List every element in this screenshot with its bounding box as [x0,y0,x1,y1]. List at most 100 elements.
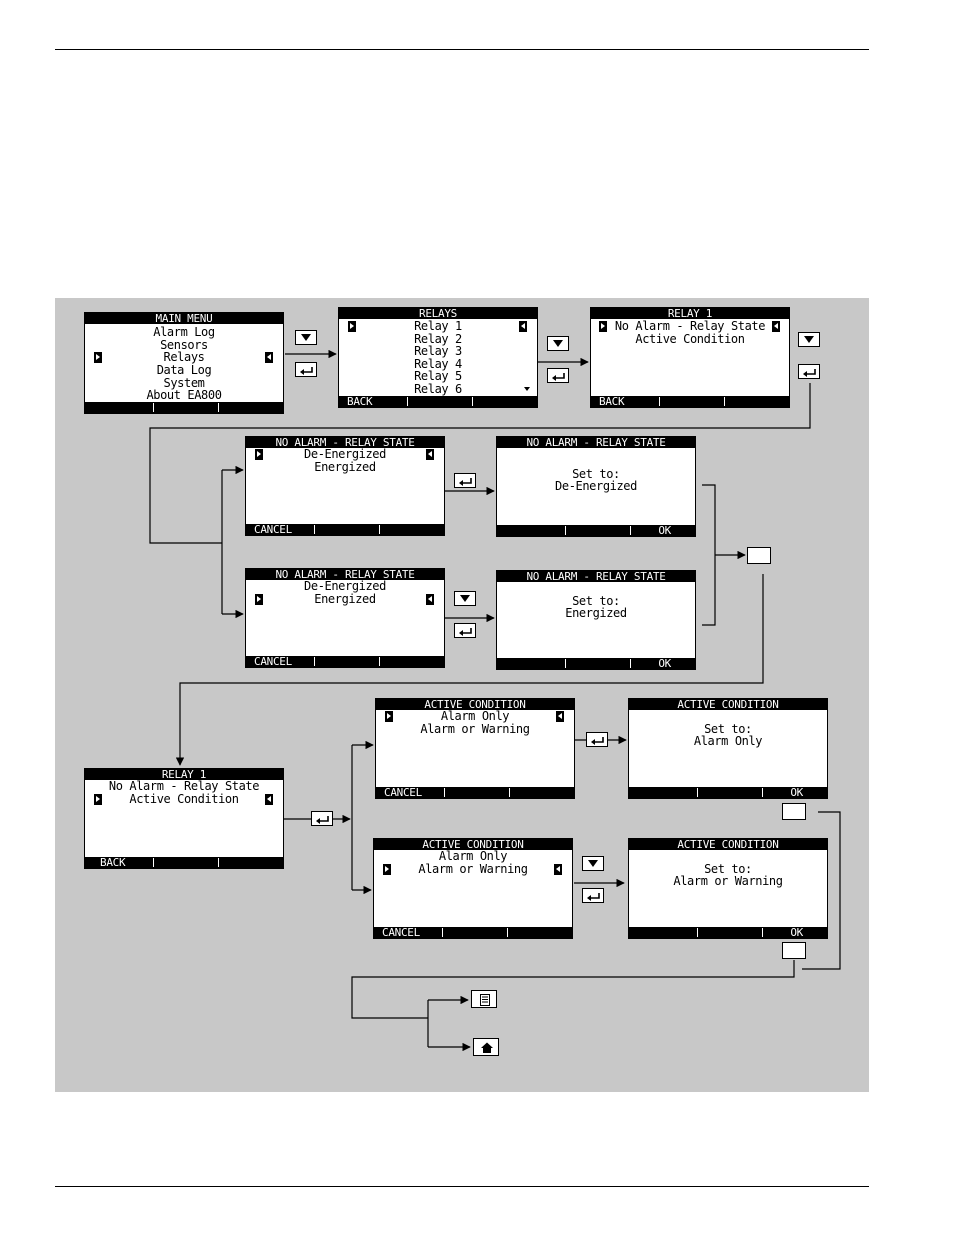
softkey-ok[interactable]: OK [790,786,803,799]
relay1-screen-top: RELAY 1 No Alarm - Relay State Active Co… [590,307,790,408]
selection-right-icon [265,794,273,805]
screen-title: RELAYS [339,308,537,319]
selection-right-icon [426,449,434,460]
selection-right-icon [772,321,780,332]
menu-item[interactable]: Sensors [160,338,208,352]
selection-right-icon [519,321,527,332]
confirm-label: Set to: [704,722,752,736]
down-arrow-key[interactable] [295,330,317,345]
home-key[interactable] [473,1038,499,1056]
confirm-value: Alarm or Warning [673,874,783,888]
enter-key[interactable] [454,473,476,488]
softkey-cancel[interactable]: CANCEL [254,523,292,536]
relay-item[interactable]: Relay 3 [414,344,462,358]
relay-setting[interactable]: Active Condition [635,332,745,346]
enter-key[interactable] [586,732,608,747]
screen-title: NO ALARM - RELAY STATE [497,571,695,582]
scroll-down-icon [524,387,530,391]
confirm-value: Alarm Only [693,734,763,748]
softkey-cancel[interactable]: CANCEL [384,786,422,799]
confirm-label: Set to: [704,862,752,876]
main-menu-screen: MAIN MENU Alarm Log Sensors Relays Data … [84,312,284,414]
down-arrow-key[interactable] [798,332,820,347]
softkey-bar: OK [497,525,695,536]
enter-key[interactable] [311,811,333,826]
softkey-bar: CANCEL [246,524,444,535]
blank-key[interactable] [782,803,806,820]
confirm-label: Set to: [572,467,620,481]
relay-item[interactable]: Relay 4 [414,357,462,371]
enter-key[interactable] [547,368,569,383]
selection-right-icon [554,864,562,875]
menu-item[interactable]: About EA800 [146,388,222,402]
softkey-cancel[interactable]: CANCEL [382,926,420,939]
softkey-bar: BACK [339,396,537,407]
down-arrow-key[interactable] [582,856,604,871]
softkey-bar: OK [629,927,827,938]
softkey-back[interactable]: BACK [100,856,126,869]
softkey-back[interactable]: BACK [599,395,625,408]
softkey-ok[interactable]: OK [658,657,671,670]
softkey-back[interactable]: BACK [347,395,373,408]
enter-key[interactable] [295,362,317,377]
relay-item[interactable]: Relay 5 [414,369,462,383]
active-condition-select-alarm-only: ACTIVE CONDITION Alarm Only Alarm or War… [375,698,575,799]
screen-title: ACTIVE CONDITION [629,699,827,710]
blank-key[interactable] [782,942,806,959]
selection-left-icon [255,594,263,605]
relay-setting-selected[interactable]: Active Condition [129,792,239,806]
menu-item[interactable]: Data Log [156,363,212,377]
softkey-bar: BACK [85,857,283,868]
enter-key[interactable] [454,623,476,638]
relay-setting[interactable]: No Alarm - Relay State [108,779,260,793]
option[interactable]: Alarm or Warning [420,722,530,736]
relay-item-selected[interactable]: Relay 1 [414,319,462,333]
screen-title: NO ALARM - RELAY STATE [246,569,444,580]
menu-key[interactable] [471,990,497,1008]
no-alarm-relay-state-confirm-energized: NO ALARM - RELAY STATE Set to: Energized… [496,570,696,670]
selection-left-icon [385,711,393,722]
menu-item[interactable]: System [163,376,205,390]
softkey-cancel[interactable]: CANCEL [254,655,292,668]
confirm-label: Set to: [572,594,620,608]
active-condition-confirm-alarm-or-warning: ACTIVE CONDITION Set to: Alarm or Warnin… [628,838,828,939]
enter-key[interactable] [582,888,604,903]
option[interactable]: Energized [314,460,376,474]
selection-left-icon [599,321,607,332]
screen-title: ACTIVE CONDITION [374,839,572,850]
option[interactable]: Alarm Only [438,849,508,863]
option-selected[interactable]: Energized [314,592,376,606]
relay-item[interactable]: Relay 2 [414,332,462,346]
confirm-value: Energized [565,606,627,620]
option[interactable]: De-Energized [304,579,386,593]
softkey-bar: CANCEL [246,656,444,667]
softkey-bar: CANCEL [376,787,574,798]
softkey-bar [85,402,283,413]
enter-key[interactable] [798,364,820,379]
option-selected[interactable]: De-Energized [304,447,386,461]
no-alarm-relay-state-select-deenergized: NO ALARM - RELAY STATE De-Energized Ener… [245,436,445,536]
selection-left-icon [94,352,102,363]
softkey-bar: OK [497,658,695,669]
relay-setting-selected[interactable]: No Alarm - Relay State [614,319,766,333]
option-selected[interactable]: Alarm Only [440,709,510,723]
option-selected[interactable]: Alarm or Warning [418,862,528,876]
selection-left-icon [348,321,356,332]
screen-title: NO ALARM - RELAY STATE [497,437,695,448]
screen-title: ACTIVE CONDITION [629,839,827,850]
relay-item[interactable]: Relay 6 [414,382,462,396]
softkey-bar: CANCEL [374,927,572,938]
softkey-ok[interactable]: OK [658,524,671,537]
selection-left-icon [94,794,102,805]
screen-title: RELAY 1 [591,308,789,319]
top-rule [55,49,869,50]
blank-key[interactable] [747,547,771,564]
no-alarm-relay-state-select-energized: NO ALARM - RELAY STATE De-Energized Ener… [245,568,445,668]
selection-right-icon [426,594,434,605]
down-arrow-key[interactable] [454,591,476,606]
softkey-ok[interactable]: OK [790,926,803,939]
menu-item-selected[interactable]: Relays [163,350,205,364]
menu-item[interactable]: Alarm Log [153,325,215,339]
down-arrow-key[interactable] [547,336,569,351]
softkey-bar: OK [629,787,827,798]
